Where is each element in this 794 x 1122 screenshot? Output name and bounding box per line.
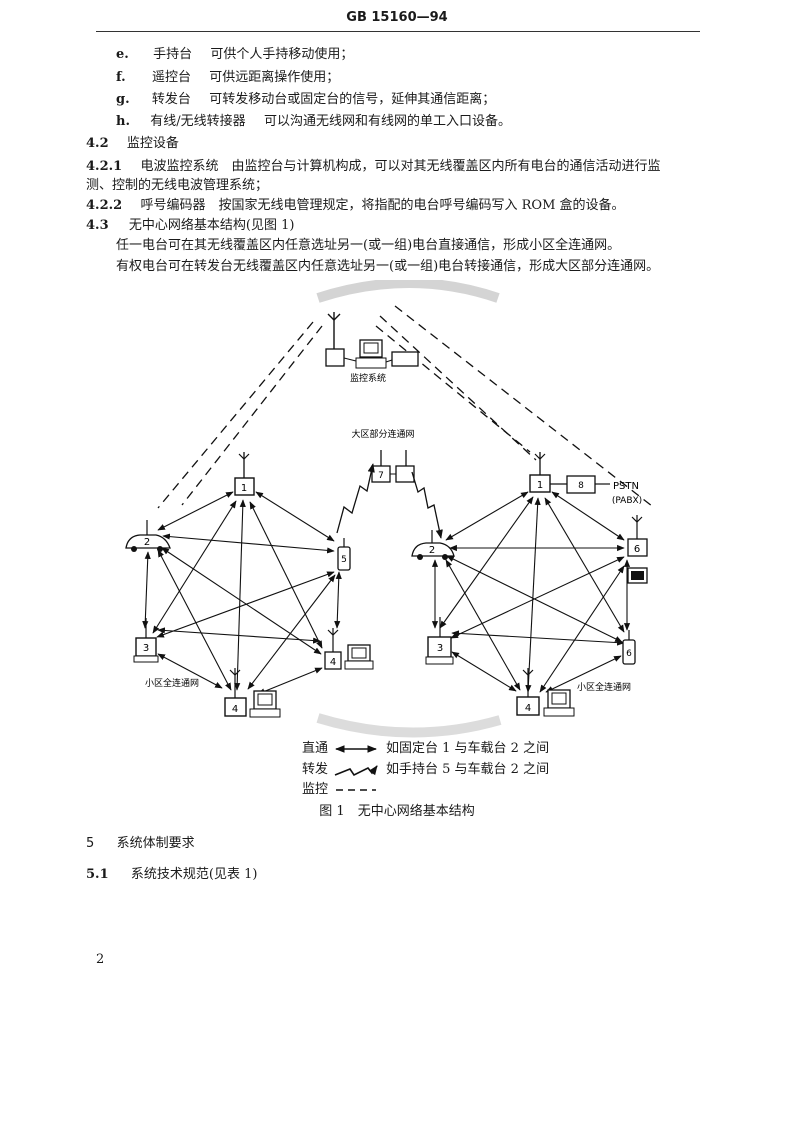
legend-direct-arrow-icon: [335, 745, 377, 753]
left-station-3: [133, 618, 159, 663]
wide-area-label: 大区部分连通网: [351, 428, 414, 440]
right-vehicle-2: [411, 530, 455, 560]
list-desc: 可供个人手持移动使用；: [210, 47, 354, 62]
monitoring-station: [325, 312, 419, 369]
legend-desc-direct: 如固定台 1 与车载台 2 之间: [386, 741, 550, 756]
left-station-4-right: [324, 628, 374, 670]
left-vehicle-2: [125, 520, 171, 552]
section-title: 监控设备: [126, 136, 179, 151]
section-4-2: 4.2 监控设备: [86, 136, 179, 152]
left-node-2-label: 2: [144, 537, 150, 548]
section-number: 4.2.2: [86, 198, 123, 213]
left-handheld-5: [337, 538, 351, 571]
pstn-label: PSTN: [613, 481, 639, 492]
right-station-3: [425, 617, 454, 665]
paragraph-2: 有权电台可在转发台无线覆盖区内任意选址另一(或一组)电台转接通信，形成大区部分连…: [116, 259, 660, 274]
list-desc: 可供远距离操作使用；: [209, 70, 340, 85]
right-node-4-label: 4: [525, 703, 531, 714]
monitoring-links: [157, 305, 653, 509]
list-item-f: f. 遥控台 可供远距离操作使用；: [116, 70, 339, 86]
right-node-3-label: 3: [437, 643, 443, 654]
left-node-4b-label: 4: [232, 704, 238, 715]
list-desc: 可以沟通无线网和有线网的单工入口设备。: [263, 114, 511, 129]
section-4-2-2: 4.2.2 呼号编码器 按国家无线电管理规定，将指配的电台呼号编码写入 ROM …: [86, 198, 625, 214]
legend-term-relay: 转发: [302, 762, 329, 777]
monitoring-label: 监控系统: [350, 372, 386, 384]
section-number: 4.2.1: [86, 159, 123, 174]
running-header: GB 15160—94: [346, 10, 448, 25]
watermark-arc-bottom: [316, 713, 502, 738]
section-text: 呼号编码器 按国家无线电管理规定，将指配的电台呼号编码写入 ROM 盒的设备。: [140, 198, 625, 213]
left-node-3-label: 3: [143, 643, 149, 654]
right-node-6-label: 6: [634, 544, 640, 555]
legend-term-direct: 直通: [302, 741, 329, 756]
list-term: 手持台: [153, 47, 193, 62]
section-number: 5: [86, 836, 95, 851]
list-term: 转发台: [151, 92, 191, 107]
list-item-h: h. 有线/无线转接器 可以沟通无线网和有线网的单工入口设备。: [116, 114, 511, 130]
paragraph-1: 任一电台可在其无线覆盖区内任意选址另一(或一组)电台直接通信，形成小区全连通网。: [116, 238, 621, 253]
right-cell-label: 小区全连通网: [577, 681, 631, 693]
legend-term-monitor: 监控: [302, 782, 329, 797]
list-label: f.: [116, 70, 126, 85]
left-node-4a-label: 4: [330, 657, 336, 668]
list-term: 遥控台: [151, 70, 191, 85]
section-5-1: 5.1 系统技术规范(见表 1): [86, 867, 257, 883]
right-station-6: [627, 515, 648, 584]
list-item-e: e. 手持台 可供个人手持移动使用；: [116, 47, 353, 63]
right-handheld-6: [622, 630, 636, 665]
list-desc: 可转发移动台或固定台的信号，延伸其通信距离；: [209, 92, 496, 107]
node-7-label: 7: [378, 471, 384, 481]
left-node-1-label: 1: [241, 483, 247, 494]
section-title: 系统体制要求: [116, 836, 195, 851]
pabx-label: (PABX): [612, 496, 642, 506]
right-node-2-label: 2: [429, 545, 435, 556]
list-label: g.: [116, 92, 130, 107]
legend-relay-zigzag-icon: [334, 765, 378, 777]
list-item-g: g. 转发台 可转发移动台或固定台的信号，延伸其通信距离；: [116, 92, 495, 108]
header-rule: [96, 31, 700, 32]
section-4-3: 4.3 无中心网络基本结构(见图 1): [86, 218, 294, 234]
section-4-2-1-cont: 测、控制的无线电波管理系统；: [86, 178, 269, 193]
section-number: 4.3: [86, 218, 109, 233]
left-node-5-label: 5: [341, 555, 347, 565]
list-term: 有线/无线转接器: [150, 114, 246, 129]
section-number: 5.1: [86, 867, 109, 882]
page-number: 2: [96, 952, 105, 967]
section-4-2-1: 4.2.1 电波监控系统 由监控台与计算机构成，可以对其无线覆盖区内所有电台的通…: [86, 159, 661, 175]
section-number: 4.2: [86, 136, 109, 151]
section-text: 电波监控系统 由监控台与计算机构成，可以对其无线覆盖区内所有电台的通信活动进行监: [140, 159, 661, 174]
relay-links: [336, 463, 443, 539]
watermark-arc-top: [316, 280, 500, 303]
repeater-station: [371, 450, 415, 483]
legend-monitor-dash-icon: [336, 789, 376, 791]
right-node-1-label: 1: [537, 480, 543, 491]
section-5: 5 系统体制要求: [86, 836, 195, 852]
section-title: 无中心网络基本结构(见图 1): [128, 218, 295, 233]
left-station-4-bottom: [224, 668, 281, 718]
left-station-1: [234, 452, 255, 496]
right-cell-links: [431, 491, 631, 693]
figure-network-diagram: 监控系统 大区部分连通网 7: [125, 280, 653, 738]
right-node-6b-label: 6: [626, 649, 632, 659]
node-8-label: 8: [578, 481, 584, 491]
left-cell-links: [142, 491, 342, 695]
section-title: 系统技术规范(见表 1): [130, 867, 258, 882]
legend-desc-relay: 如手持台 5 与车载台 2 之间: [386, 762, 550, 777]
figure-caption: 图 1 无中心网络基本结构: [319, 804, 475, 819]
list-label: e.: [116, 47, 129, 62]
left-cell-label: 小区全连通网: [145, 677, 199, 689]
pstn-interface-8: [550, 475, 610, 494]
right-station-4: [516, 668, 575, 717]
list-label: h.: [116, 114, 130, 129]
